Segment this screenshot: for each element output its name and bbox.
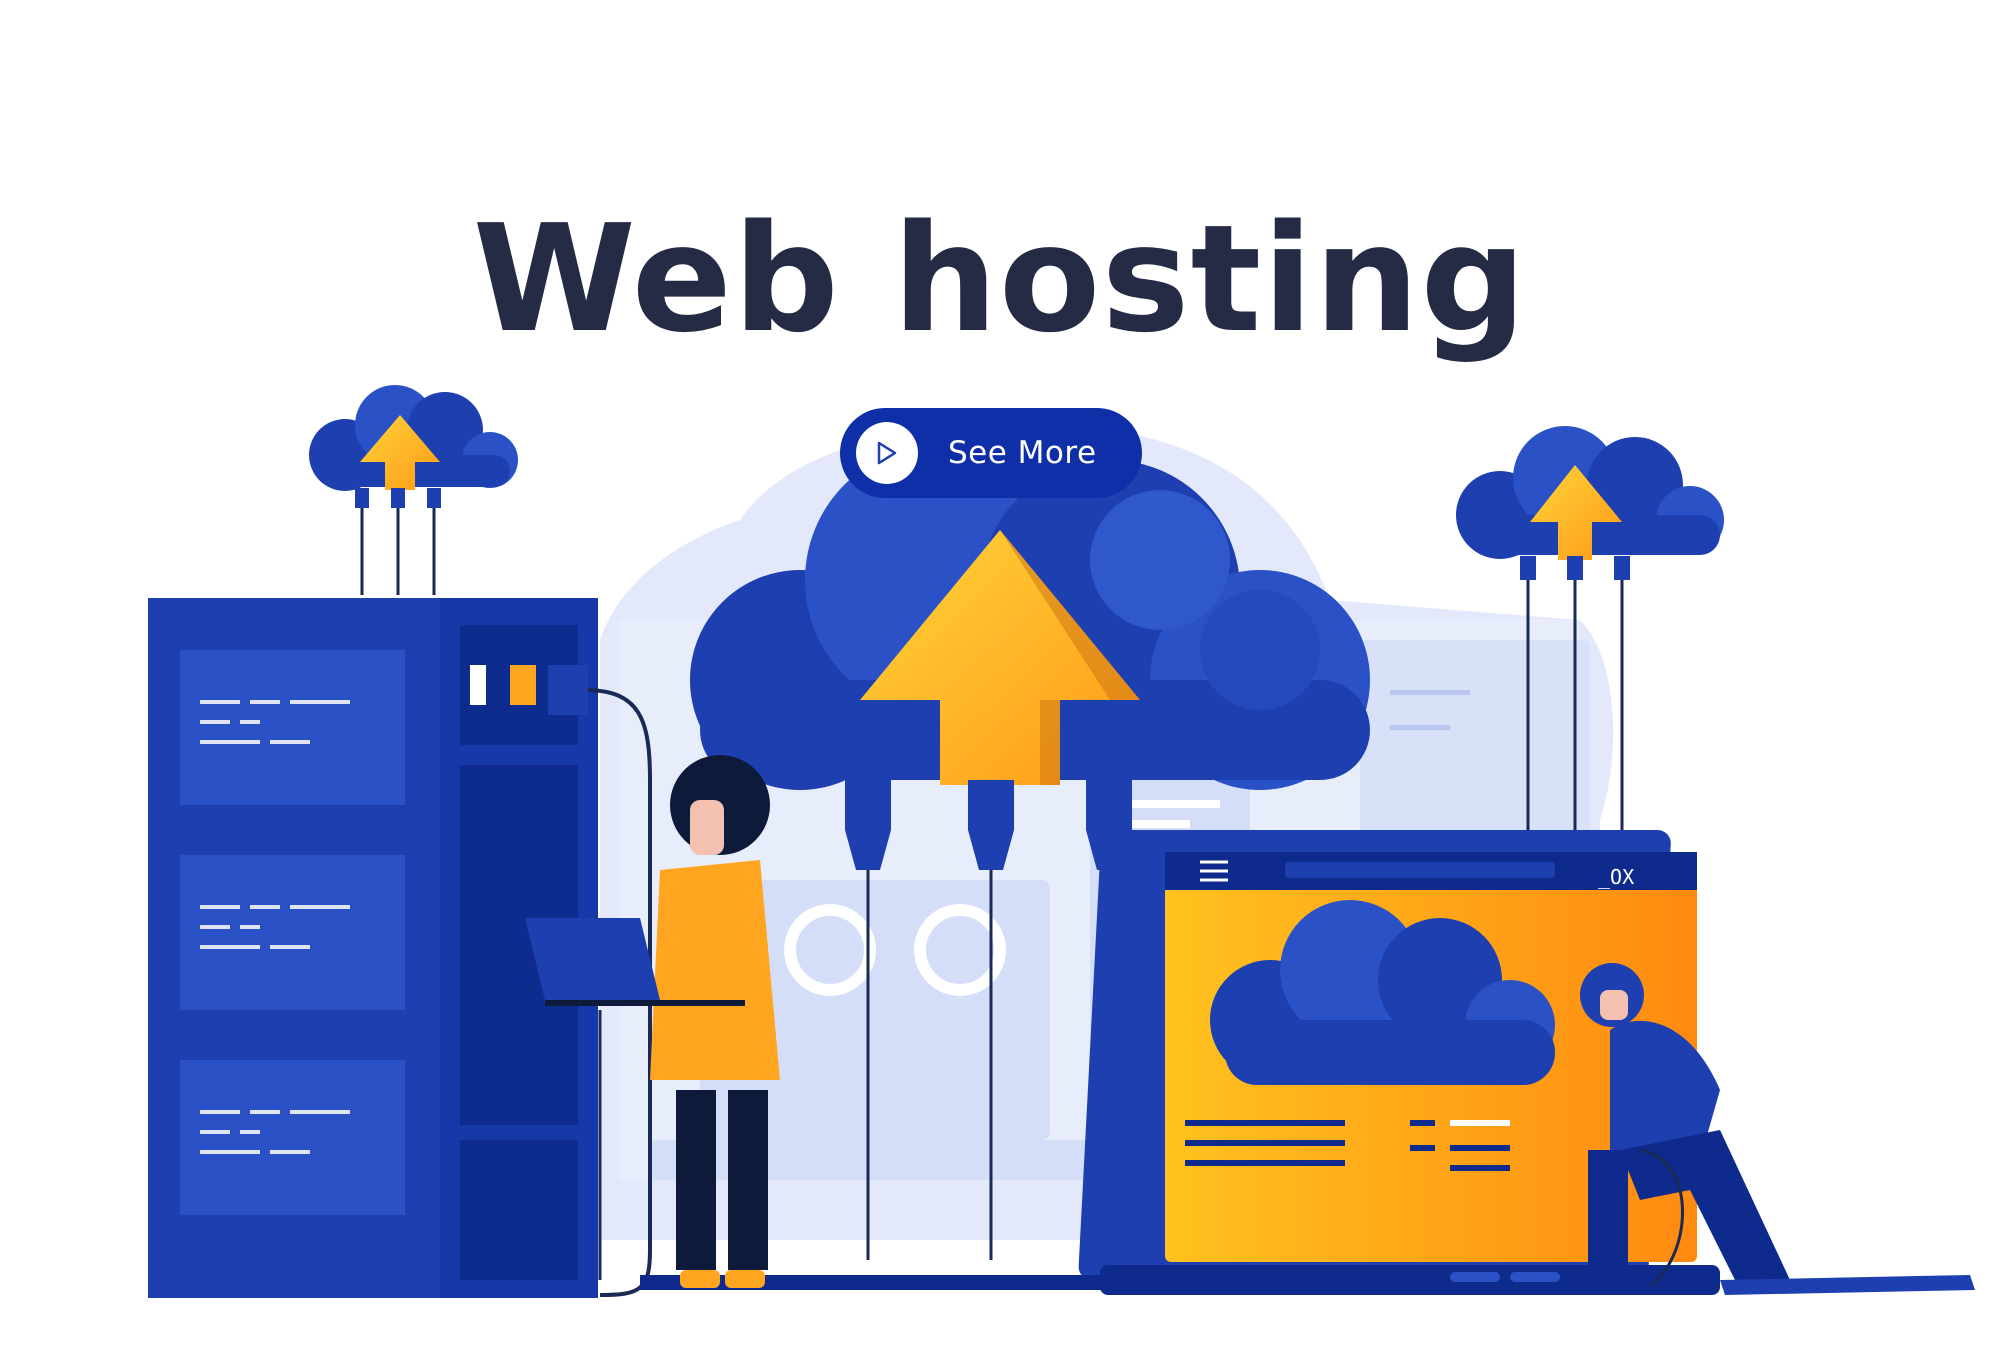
play-icon (856, 422, 918, 484)
person-with-laptop (525, 755, 780, 1288)
window-controls: _OX (1598, 865, 1634, 889)
hamburger-icon (1200, 860, 1228, 882)
person-kneeling (1580, 963, 1975, 1295)
page-title: Web hosting (472, 193, 1528, 365)
main-cloud-upload-icon (690, 445, 1370, 1260)
browser-window-screen: _OX (640, 830, 1720, 1295)
see-more-button[interactable]: See More (840, 408, 1142, 498)
cloud-upload-icon (309, 385, 518, 595)
cloud-upload-icon (1456, 426, 1724, 830)
see-more-label: See More (948, 435, 1097, 471)
